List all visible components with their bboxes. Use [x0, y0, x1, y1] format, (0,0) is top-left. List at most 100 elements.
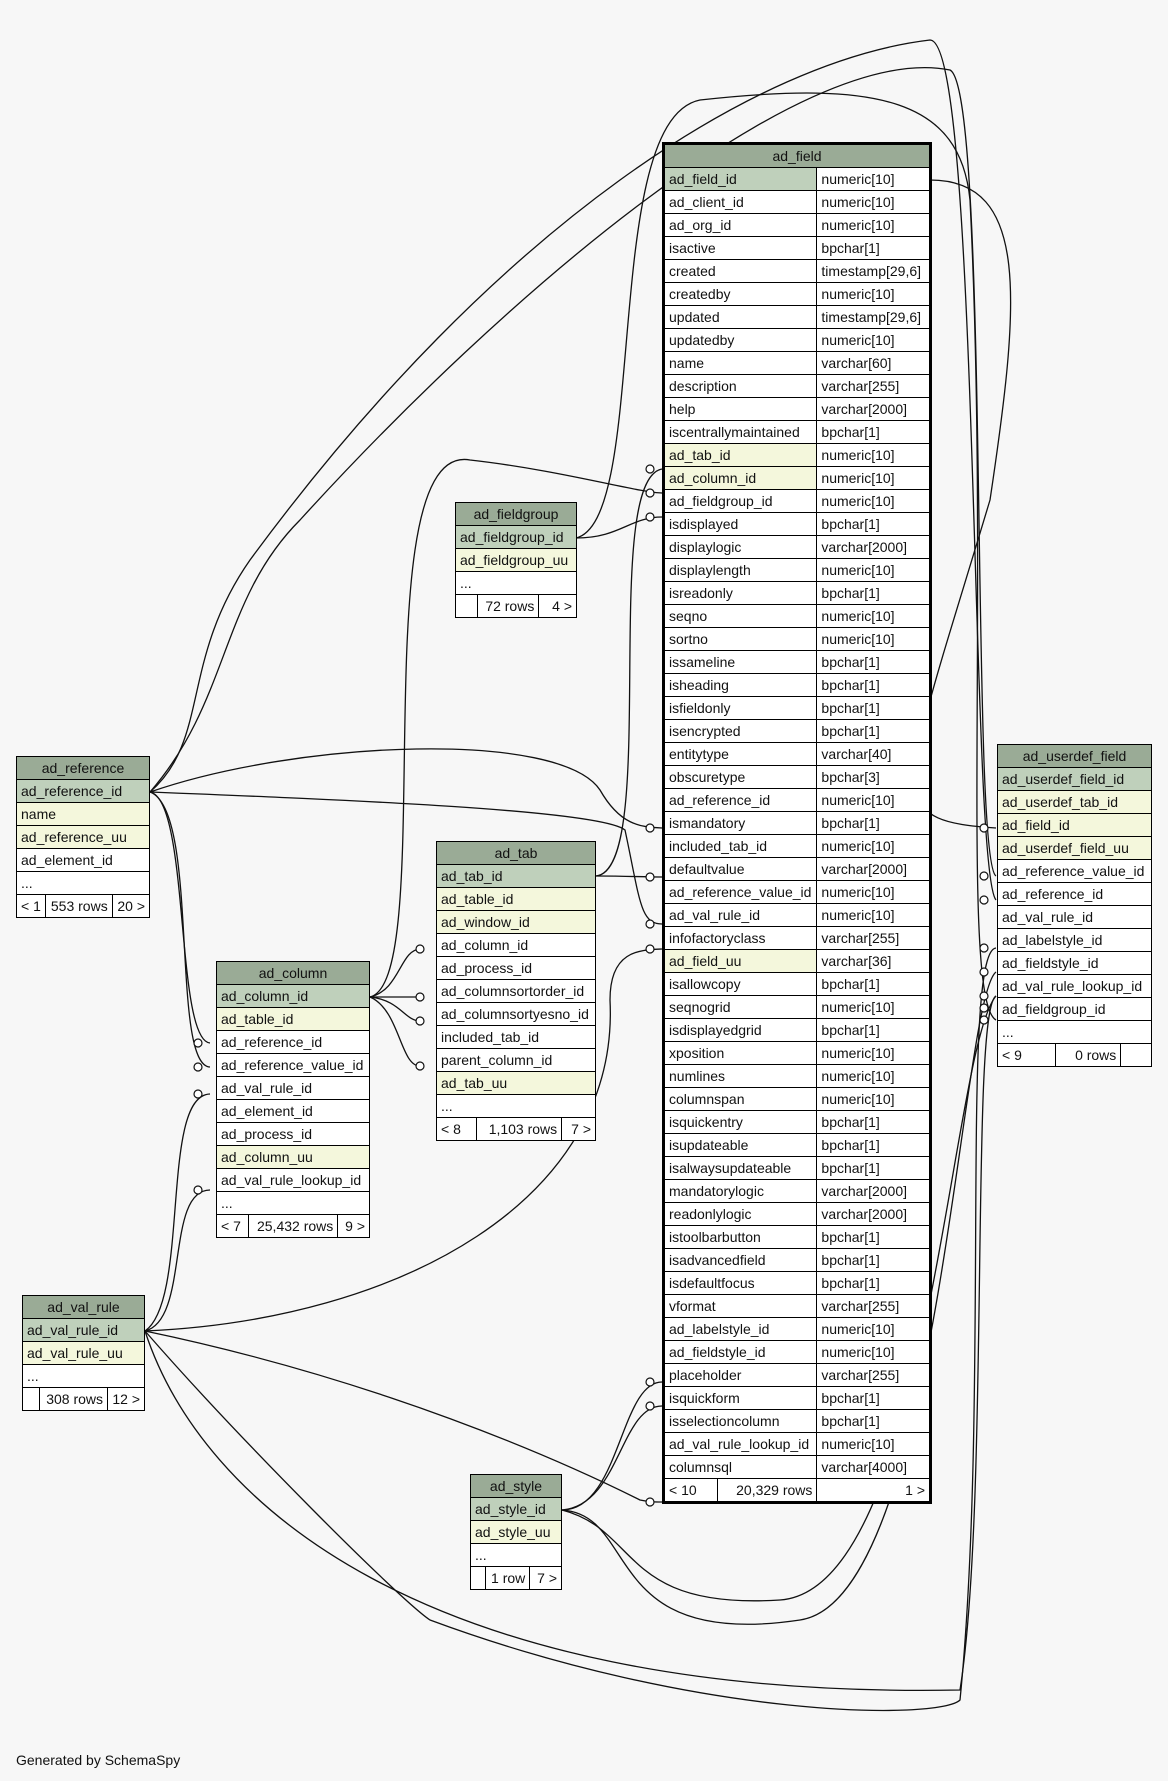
column-name[interactable]: created [662, 259, 818, 283]
column-name[interactable]: entitytype [662, 742, 818, 766]
column-name[interactable]: xposition [662, 1041, 818, 1065]
column-row[interactable]: ad_val_rule_lookup_id [216, 1168, 370, 1192]
column-row[interactable]: ... [216, 1191, 370, 1215]
column-name[interactable]: ad_table_id [436, 887, 596, 911]
column-row[interactable]: ad_val_rule_id [997, 905, 1152, 929]
column-name[interactable]: ad_fieldgroup_id [662, 489, 818, 513]
column-name[interactable]: ad_fieldstyle_id [662, 1340, 818, 1364]
column-name[interactable]: parent_column_id [436, 1048, 596, 1072]
column-row[interactable]: ad_element_id [16, 848, 150, 872]
column-name[interactable]: ad_field_id [997, 813, 1152, 837]
children-link[interactable]: 20 > [111, 894, 151, 918]
column-row[interactable]: ad_style_uu [470, 1520, 562, 1544]
column-row[interactable]: ad_val_rule_uu [22, 1341, 145, 1365]
parents-link[interactable] [455, 594, 478, 618]
column-row[interactable]: ad_userdef_field_id [997, 767, 1152, 791]
column-row[interactable]: ad_labelstyle_id [997, 928, 1152, 952]
column-row[interactable]: ad_val_rule_lookup_id [997, 974, 1152, 998]
column-name[interactable]: ad_column_id [662, 466, 818, 490]
parents-link[interactable] [21, 1387, 41, 1411]
column-name[interactable]: ad_labelstyle_id [997, 928, 1152, 952]
column-name[interactable]: ad_reference_value_id [662, 880, 818, 904]
column-name[interactable]: isencrypted [662, 719, 818, 743]
column-name[interactable]: readonlylogic [662, 1202, 818, 1226]
column-row[interactable]: ... [470, 1543, 562, 1567]
column-name[interactable]: ad_columnsortyesno_id [436, 1002, 596, 1026]
column-name[interactable]: istoolbarbutton [662, 1225, 818, 1249]
column-name[interactable]: ad_fieldgroup_id [997, 997, 1152, 1021]
column-name[interactable]: ad_reference_id [16, 779, 150, 803]
column-name[interactable]: ad_element_id [16, 848, 150, 872]
column-name[interactable]: isadvancedfield [662, 1248, 818, 1272]
column-row[interactable]: ad_columnsortorder_id [436, 979, 596, 1003]
column-name[interactable]: ad_process_id [436, 956, 596, 980]
parents-link[interactable]: < 8 [436, 1117, 477, 1141]
column-name[interactable]: ad_column_id [436, 933, 596, 957]
children-link[interactable]: 9 > [337, 1214, 370, 1238]
parents-link[interactable] [469, 1566, 487, 1590]
column-name[interactable]: ... [436, 1094, 596, 1118]
column-name[interactable]: ad_userdef_tab_id [997, 790, 1152, 814]
children-link[interactable]: 4 > [538, 594, 577, 618]
parents-link[interactable]: < 1 [16, 894, 46, 918]
column-name[interactable]: isheading [662, 673, 818, 697]
column-row[interactable]: ad_reference_value_id [216, 1053, 370, 1077]
column-name[interactable]: isselectioncolumn [662, 1409, 818, 1433]
column-name[interactable]: ad_userdef_field_uu [997, 836, 1152, 860]
column-name[interactable]: ad_field_id [662, 167, 818, 191]
column-row[interactable]: ad_columnsortyesno_id [436, 1002, 596, 1026]
column-name[interactable]: ad_columnsortorder_id [436, 979, 596, 1003]
column-row[interactable]: ad_tab_uu [436, 1071, 596, 1095]
column-row[interactable]: ad_fieldgroup_uu [455, 548, 577, 572]
column-row[interactable]: ad_process_id [216, 1122, 370, 1146]
column-name[interactable]: ad_fieldgroup_id [455, 525, 577, 549]
column-name[interactable]: createdby [662, 282, 818, 306]
column-row[interactable]: ad_reference_id [16, 779, 150, 803]
column-name[interactable]: name [662, 351, 818, 375]
parents-link[interactable]: < 7 [216, 1214, 249, 1238]
column-name[interactable]: isfieldonly [662, 696, 818, 720]
column-name[interactable]: ad_val_rule_lookup_id [216, 1168, 370, 1192]
column-name[interactable]: mandatorylogic [662, 1179, 818, 1203]
column-name[interactable]: ... [22, 1364, 145, 1388]
column-name[interactable]: ad_table_id [216, 1007, 370, 1031]
column-name[interactable]: ... [455, 571, 577, 595]
column-name[interactable]: help [662, 397, 818, 421]
column-name[interactable]: defaultvalue [662, 857, 818, 881]
column-name[interactable]: ismandatory [662, 811, 818, 835]
column-name[interactable]: displaylength [662, 558, 818, 582]
column-name[interactable]: isdisplayedgrid [662, 1018, 818, 1042]
column-name[interactable]: isdisplayed [662, 512, 818, 536]
column-row[interactable]: ad_element_id [216, 1099, 370, 1123]
column-name[interactable]: placeholder [662, 1363, 818, 1387]
column-row[interactable]: parent_column_id [436, 1048, 596, 1072]
column-name[interactable]: ad_reference_id [662, 788, 818, 812]
column-row[interactable]: ad_val_rule_id [216, 1076, 370, 1100]
column-name[interactable]: ad_column_uu [216, 1145, 370, 1169]
